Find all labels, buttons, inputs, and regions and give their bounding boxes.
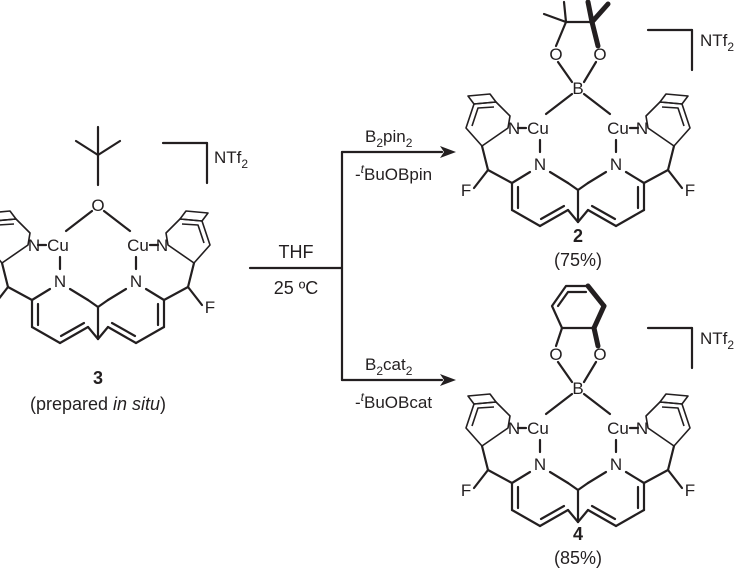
naphthyridine-nitrogen-left: N xyxy=(534,155,546,174)
boron-atom: B xyxy=(572,379,583,398)
compound-2-number: 2 xyxy=(573,226,583,246)
copper-atom-left: Cu xyxy=(47,236,69,255)
fluorine-atom-right: F xyxy=(205,298,215,317)
copper-atom-left: Cu xyxy=(527,119,549,138)
copper-atom-right: Cu xyxy=(607,419,629,438)
fluorine-atom-left: F xyxy=(461,181,471,200)
naphthyridine-nitrogen-right: N xyxy=(610,455,622,474)
ntf2-label: NTf2 xyxy=(700,31,734,54)
oxygen-atom-right: O xyxy=(593,45,606,64)
byproduct-tbuobcat: -tBuOBcat xyxy=(355,390,432,412)
naphthyridine-nitrogen-left: N xyxy=(54,272,66,291)
copper-atom-right: Cu xyxy=(607,119,629,138)
copper-atom-right: Cu xyxy=(127,236,149,255)
compound-3: O Cu Cu N N N N F F xyxy=(0,125,215,345)
pyridyl-nitrogen-left: N xyxy=(508,119,520,138)
solvent-label: THF xyxy=(279,242,314,262)
fluorine-atom-right: F xyxy=(685,181,695,200)
pyridyl-nitrogen-right: N xyxy=(156,236,168,255)
oxygen-atom-right: O xyxy=(593,345,606,364)
compound-3-note: (prepared in situ) xyxy=(30,394,166,414)
compound-4: O O B Cu Cu N N N N F F xyxy=(461,283,695,528)
naphthyridine-nitrogen-right: N xyxy=(610,155,622,174)
reaction-arrows xyxy=(248,146,456,386)
counter-anion-2: NTf2 xyxy=(646,28,734,72)
copper-atom-left: Cu xyxy=(527,419,549,438)
compound-2-yield: (75%) xyxy=(554,250,602,270)
oxygen-atom-left: O xyxy=(549,45,562,64)
naphthyridine-nitrogen-left: N xyxy=(534,455,546,474)
temperature-label: 25 ºC xyxy=(274,278,319,298)
reagent-b2cat2: B2cat2 xyxy=(365,355,413,378)
ntf2-label: NTf2 xyxy=(700,329,734,352)
reagent-b2pin2: B2pin2 xyxy=(365,127,413,150)
oxygen-atom-left: O xyxy=(549,345,562,364)
pyridyl-nitrogen-right: N xyxy=(636,419,648,438)
fluorine-atom-left: F xyxy=(461,481,471,500)
naphthyridine-nitrogen-right: N xyxy=(130,272,142,291)
compound-4-yield: (85%) xyxy=(554,548,602,568)
ntf2-label: NTf2 xyxy=(214,148,248,171)
counter-anion-4: NTf2 xyxy=(646,326,734,370)
pyridyl-nitrogen-left: N xyxy=(28,236,40,255)
compound-4-number: 4 xyxy=(573,524,583,544)
compound-3-number: 3 xyxy=(93,368,103,388)
boron-atom: B xyxy=(572,79,583,98)
fluorine-atom-right: F xyxy=(685,481,695,500)
byproduct-tbuobpin: -tBuOBpin xyxy=(355,162,432,184)
pyridyl-nitrogen-right: N xyxy=(636,119,648,138)
pyridyl-nitrogen-left: N xyxy=(508,419,520,438)
oxygen-atom: O xyxy=(91,196,104,215)
compound-2: O O B Cu Cu N N N N F F xyxy=(461,0,695,228)
counter-anion-3: NTf2 xyxy=(161,141,248,185)
